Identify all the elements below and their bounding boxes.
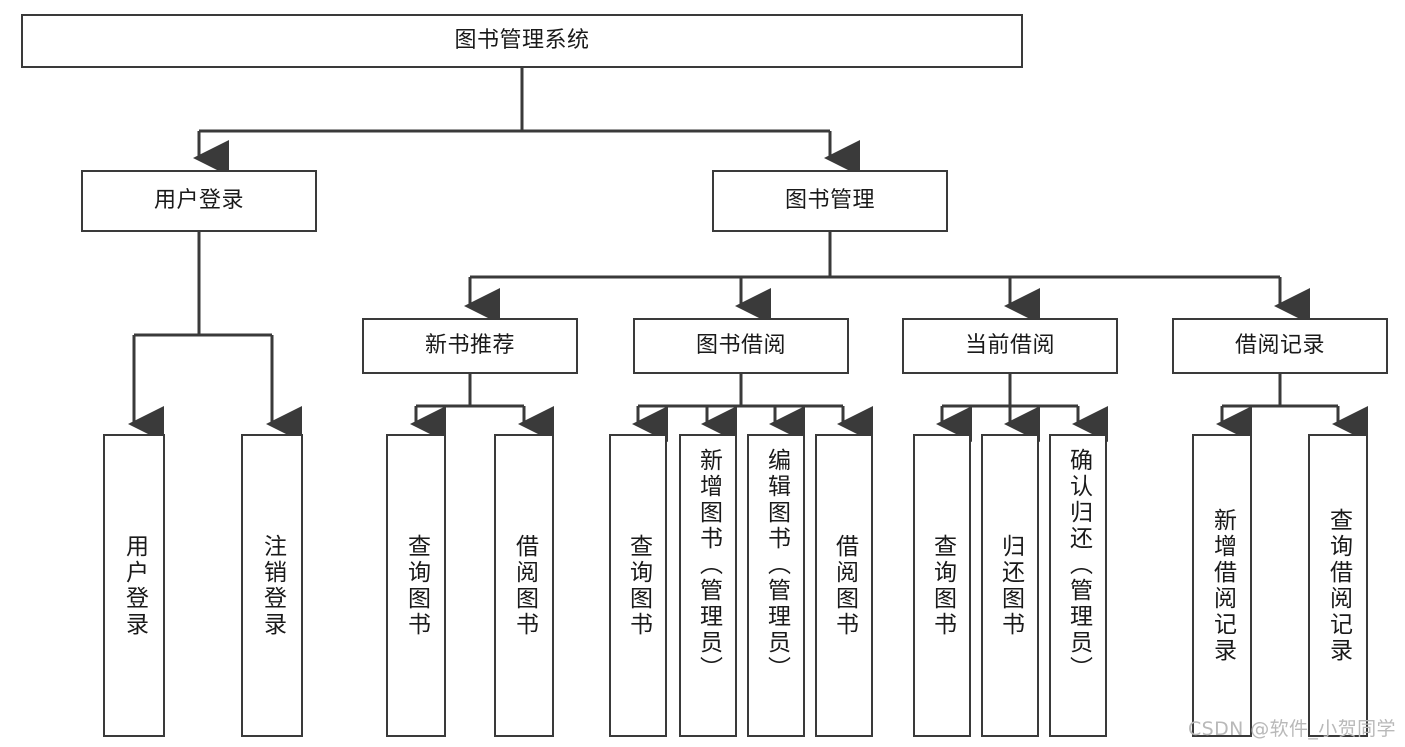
leaf-current-return-book[interactable]: 归还图书 <box>981 434 1039 737</box>
leaf-user-login-login-label: 用户登录 <box>121 533 148 638</box>
leaf-borrow-borrow-book-label: 借阅图书 <box>831 533 858 638</box>
node-book-management-label: 图书管理 <box>784 187 875 213</box>
leaf-current-query-book-label: 查询图书 <box>929 533 956 638</box>
leaf-new-book-query[interactable]: 查询图书 <box>386 434 446 737</box>
leaf-current-return-book-label: 归还图书 <box>997 533 1024 638</box>
leaf-borrow-edit-book[interactable]: 编辑图书（管理员） <box>747 434 805 737</box>
leaf-current-confirm-return[interactable]: 确认归还（管理员） <box>1049 434 1107 737</box>
leaf-record-add[interactable]: 新增借阅记录 <box>1192 434 1252 737</box>
node-current-borrow-label: 当前借阅 <box>964 332 1055 358</box>
leaf-user-login-login[interactable]: 用户登录 <box>103 434 165 737</box>
node-user-login[interactable]: 用户登录 <box>81 170 317 232</box>
leaf-current-query-book[interactable]: 查询图书 <box>913 434 971 737</box>
leaf-borrow-add-book-label: 新增图书（管理员） <box>695 448 722 682</box>
leaf-record-query-label: 查询借阅记录 <box>1325 507 1352 664</box>
leaf-user-login-logout-label: 注销登录 <box>259 533 286 638</box>
leaf-borrow-query-book-label: 查询图书 <box>625 533 652 638</box>
node-book-borrow-label: 图书借阅 <box>695 332 786 358</box>
node-new-book-recommend-label: 新书推荐 <box>424 332 515 358</box>
leaf-user-login-logout[interactable]: 注销登录 <box>241 434 303 737</box>
node-user-login-label: 用户登录 <box>153 187 244 213</box>
node-book-borrow[interactable]: 图书借阅 <box>633 318 849 374</box>
node-current-borrow[interactable]: 当前借阅 <box>902 318 1118 374</box>
leaf-borrow-edit-book-label: 编辑图书（管理员） <box>763 448 790 682</box>
node-new-book-recommend[interactable]: 新书推荐 <box>362 318 578 374</box>
leaf-record-add-label: 新增借阅记录 <box>1209 507 1236 664</box>
node-borrow-record-label: 借阅记录 <box>1234 332 1325 358</box>
leaf-new-book-borrow-label: 借阅图书 <box>511 533 538 638</box>
leaf-borrow-query-book[interactable]: 查询图书 <box>609 434 667 737</box>
leaf-borrow-borrow-book[interactable]: 借阅图书 <box>815 434 873 737</box>
node-root-system-label: 图书管理系统 <box>454 27 590 53</box>
leaf-new-book-borrow[interactable]: 借阅图书 <box>494 434 554 737</box>
leaf-new-book-query-label: 查询图书 <box>403 533 430 638</box>
node-borrow-record[interactable]: 借阅记录 <box>1172 318 1388 374</box>
leaf-record-query[interactable]: 查询借阅记录 <box>1308 434 1368 737</box>
node-book-management[interactable]: 图书管理 <box>712 170 948 232</box>
leaf-borrow-add-book[interactable]: 新增图书（管理员） <box>679 434 737 737</box>
csdn-watermark: CSDN @软件_小贺同学 <box>1188 718 1396 740</box>
leaf-current-confirm-return-label: 确认归还（管理员） <box>1065 448 1092 682</box>
node-root-system[interactable]: 图书管理系统 <box>21 14 1023 68</box>
